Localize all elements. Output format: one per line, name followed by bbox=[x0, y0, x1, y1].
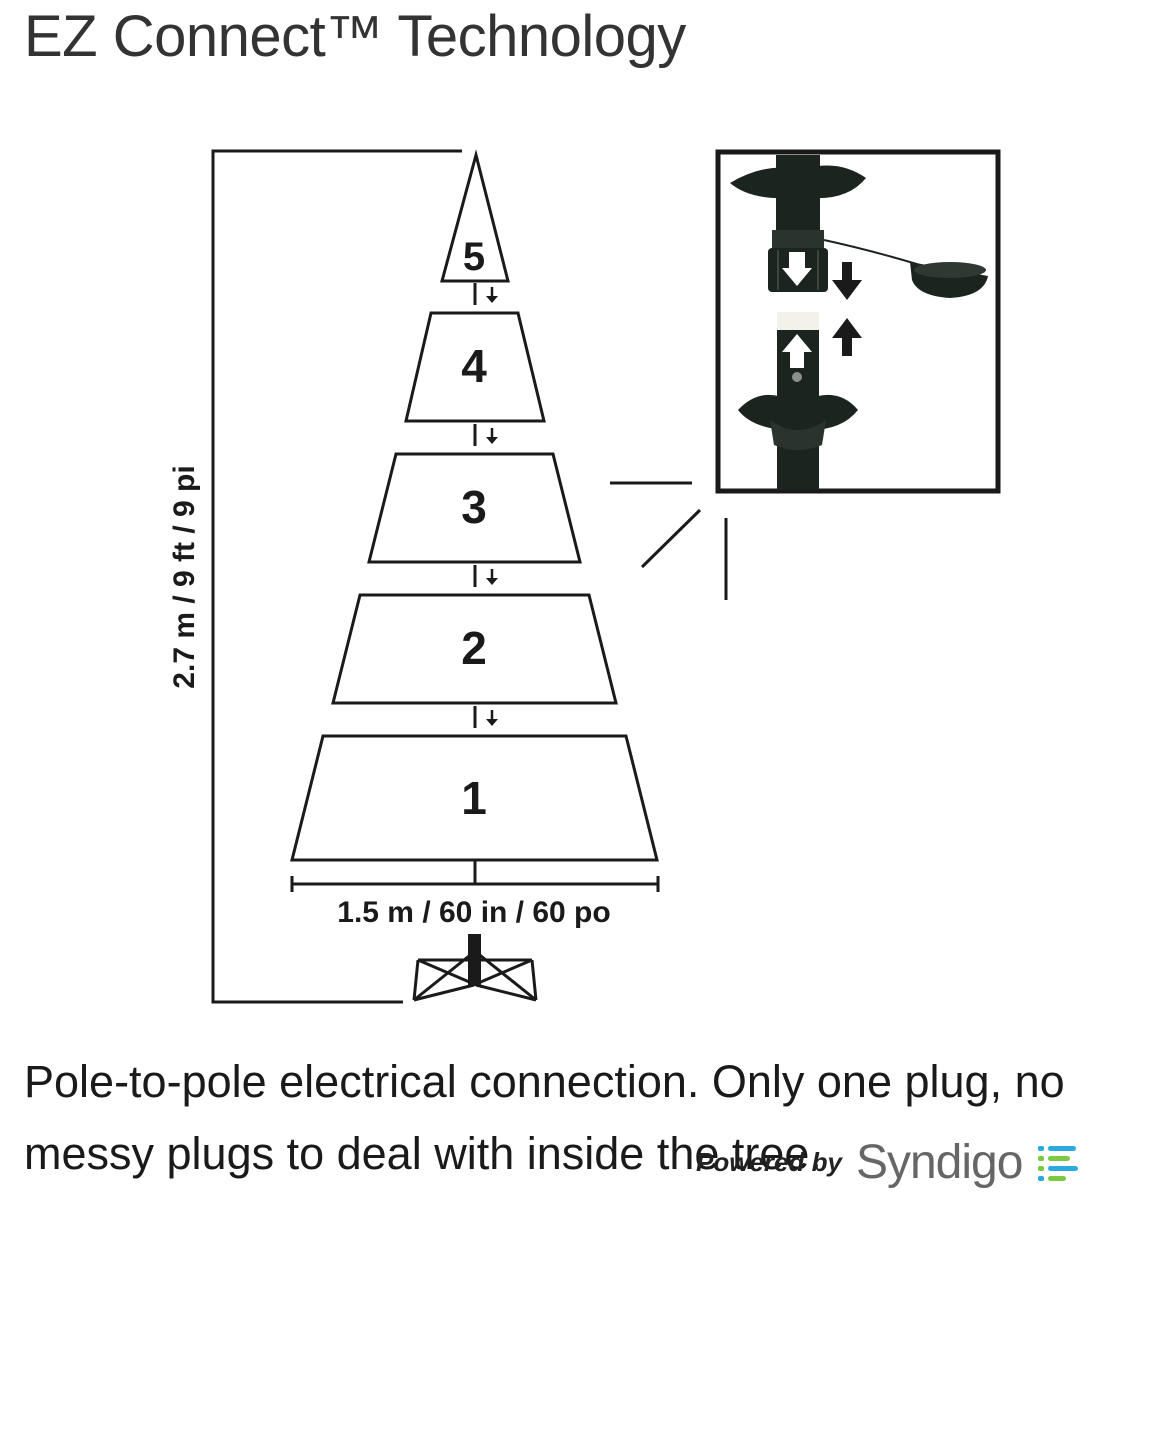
width-dimension bbox=[290, 860, 660, 892]
tree-assembly-diagram: 2.7 m / 9 ft / 9 pi 5 4 3 2 bbox=[168, 149, 1001, 1004]
connector-arrow bbox=[473, 283, 498, 305]
tier-5: 5 bbox=[440, 149, 510, 283]
down-arrow-icon bbox=[782, 252, 812, 286]
syndigo-watermark: Powered by Syndigo bbox=[696, 1130, 1080, 1194]
up-arrow-icon bbox=[782, 334, 812, 368]
tier-number: 3 bbox=[461, 481, 487, 533]
tier-number: 5 bbox=[463, 235, 485, 279]
tree-stand-icon bbox=[412, 934, 538, 1002]
description-text: Pole-to-pole electrical connection. Only… bbox=[24, 1056, 1065, 1179]
pole-connection-inset bbox=[715, 149, 1001, 494]
tier-4: 4 bbox=[404, 311, 546, 423]
tier-number: 2 bbox=[461, 622, 487, 674]
tier-3: 3 bbox=[367, 452, 582, 564]
height-label: 2.7 m / 9 ft / 9 pi bbox=[168, 465, 201, 688]
page-title: EZ Connect™ Technology bbox=[24, 4, 686, 69]
down-arrow-icon bbox=[832, 262, 862, 300]
connector-arrow bbox=[473, 706, 498, 728]
syndigo-logo-icon bbox=[1038, 1146, 1079, 1181]
tier-2: 2 bbox=[331, 593, 618, 705]
tier-number: 4 bbox=[461, 340, 487, 392]
brand-name: Syndigo bbox=[855, 1135, 1023, 1189]
powered-by-text: Powered by bbox=[696, 1146, 842, 1177]
tier-number: 1 bbox=[461, 772, 487, 824]
up-arrow-icon bbox=[832, 318, 862, 356]
connector-arrow bbox=[473, 424, 498, 446]
height-bracket bbox=[211, 149, 462, 1004]
tier-1: 1 bbox=[290, 734, 659, 862]
width-label: 1.5 m / 60 in / 60 po bbox=[337, 896, 610, 929]
zoom-callout-lines bbox=[610, 481, 728, 600]
connector-arrow bbox=[473, 565, 498, 587]
